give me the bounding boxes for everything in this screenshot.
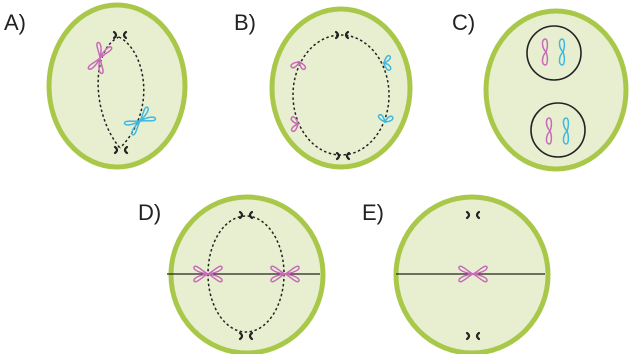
spindle-fibers [118, 36, 145, 149]
nucleus-bottom [530, 102, 586, 158]
panel-b: B) [234, 6, 413, 170]
panel-a: A) [4, 2, 188, 170]
spindle-fibers [97, 36, 121, 149]
panel-d: D) [138, 194, 326, 354]
panel-label-c: C) [452, 10, 475, 35]
nucleus-top [526, 25, 582, 81]
panel-e: E) [362, 194, 551, 354]
panel-label-b: B) [234, 10, 256, 35]
spindle-fibers [292, 34, 390, 156]
panel-c: C) [452, 8, 629, 172]
cell-d [168, 194, 326, 354]
panel-label-e: E) [362, 200, 384, 225]
panel-label-a: A) [4, 10, 26, 35]
cell-b [269, 6, 413, 170]
panel-label-d: D) [138, 200, 161, 225]
cell-a [46, 2, 188, 170]
cell-c [483, 8, 629, 172]
